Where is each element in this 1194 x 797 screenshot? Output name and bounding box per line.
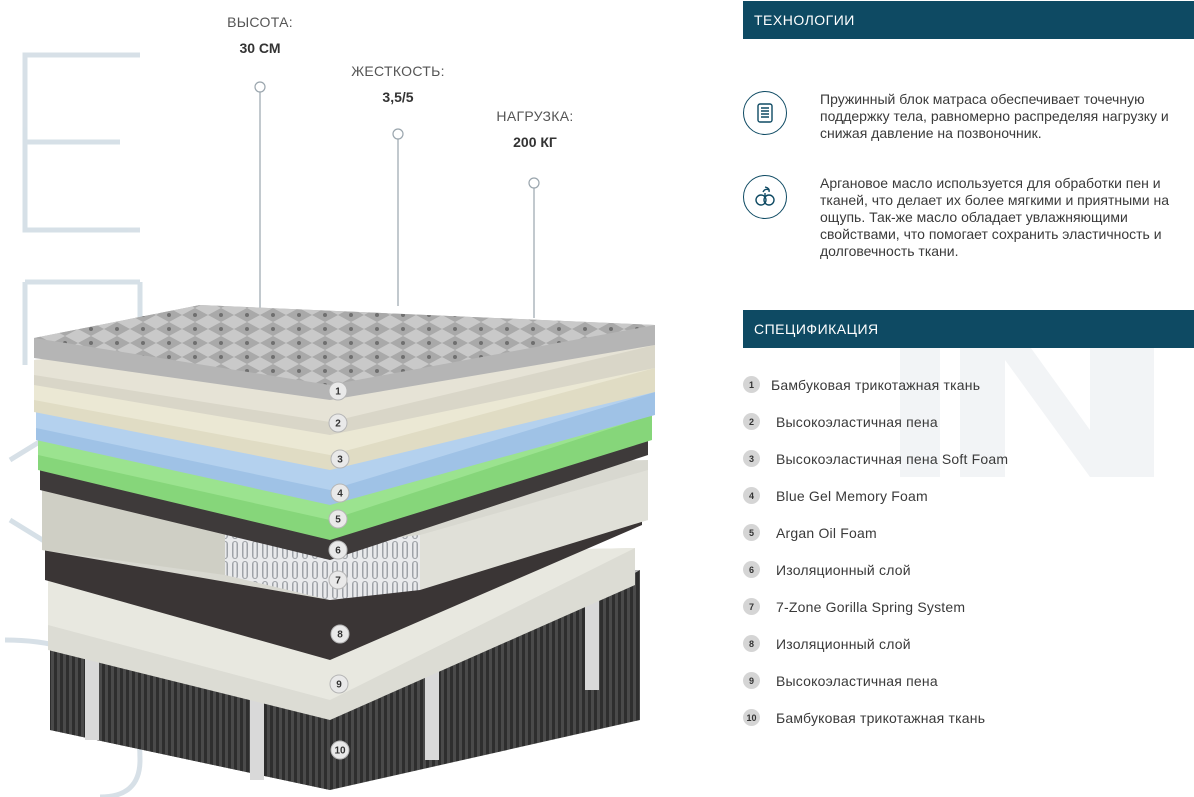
layer-marker-number: 1: [335, 387, 341, 398]
spec-layer-9: 9 Высокоэластичная пена: [743, 662, 1194, 699]
layer-marker-number: 6: [335, 546, 341, 557]
param-height-label: ВЫСОТА:: [227, 14, 293, 30]
layer-marker-number: 7: [335, 576, 341, 587]
layer-1: [34, 305, 655, 400]
argan-icon: [743, 175, 787, 219]
layer-marker-number: 4: [337, 489, 343, 500]
layer-marker-4: 4: [330, 483, 350, 503]
spec-layer-number: 10: [743, 709, 760, 726]
layer-markers: 1 2 3 4 5 6 7 8 9 10: [328, 381, 350, 760]
param-load-label: НАГРУЗКА:: [496, 108, 574, 124]
spec-layer-number: 6: [743, 561, 760, 578]
spec-layer-2: 2 Высокоэластичная пена: [743, 403, 1194, 440]
spec-layer-4: 4 Blue Gel Memory Foam: [743, 477, 1194, 514]
spec-layer-number: 3: [743, 450, 760, 467]
param-firmness-label: ЖЕСТКОСТЬ:: [351, 63, 445, 79]
layer-marker-number: 8: [337, 630, 343, 641]
param-firmness-value: 3,5/5: [382, 89, 414, 105]
param-height: ВЫСОТА: 30 СМ: [180, 14, 340, 56]
layer-marker-number: 9: [336, 680, 342, 691]
spec-layer-number: 5: [743, 524, 760, 541]
spec-layer-1: 1 Бамбуковая трикотажная ткань: [743, 366, 1194, 403]
layer-marker-5: 5: [328, 509, 348, 529]
spec-layer-name: Blue Gel Memory Foam: [776, 487, 928, 504]
spec-layer-number: 4: [743, 487, 760, 504]
layer-marker-1: 1: [328, 381, 348, 401]
spec-layer-number: 9: [743, 672, 760, 689]
param-load-value: 200 КГ: [513, 134, 557, 150]
spec-layer-name: Высокоэластичная пена: [776, 672, 938, 689]
spec-layer-5: 5 Argan Oil Foam: [743, 514, 1194, 551]
spec-layer-name: 7-Zone Gorilla Spring System: [776, 598, 966, 615]
spec-layer-name: Высокоэластичная пена: [776, 413, 938, 430]
layer-marker-number: 2: [335, 419, 341, 430]
spec-layer-number: 2: [743, 413, 760, 430]
spec-layer-name: Высокоэластичная пена Soft Foam: [776, 450, 1009, 467]
layer-marker-2: 2: [328, 413, 348, 433]
param-load: НАГРУЗКА: 200 КГ: [455, 108, 615, 150]
layer-marker-number: 5: [335, 515, 341, 526]
tech-item-argan-text: Аргановое масло используется для обработ…: [820, 175, 1170, 259]
spec-layer-name: Argan Oil Foam: [776, 524, 877, 541]
layer-marker-6: 6: [328, 540, 348, 560]
spring-icon: [743, 91, 787, 135]
tech-item-spring-text: Пружинный блок матраса обеспечивает точе…: [820, 91, 1169, 141]
spec-layer-7: 7 7-Zone Gorilla Spring System: [743, 588, 1194, 625]
layer-marker-3: 3: [330, 449, 350, 469]
mattress-illustration: 1 2 3 4 5 6 7 8 9 10: [34, 81, 655, 790]
spec-layer-6: 6 Изоляционный слой: [743, 551, 1194, 588]
technologies-header: ТЕХНОЛОГИИ: [743, 1, 1194, 39]
spec-layer-name: Бамбуковая трикотажная ткань: [776, 709, 986, 726]
spec-layer-number: 8: [743, 635, 760, 652]
layer-marker-10: 10: [330, 740, 350, 760]
spec-layer-number: 7: [743, 598, 760, 615]
callout-lines: [254, 81, 540, 318]
layer-marker-number: 10: [334, 746, 346, 757]
spec-layer-name: Изоляционный слой: [776, 635, 911, 652]
spec-layer-8: 8 Изоляционный слой: [743, 625, 1194, 662]
spec-layer-name: Изоляционный слой: [776, 561, 911, 578]
param-height-value: 30 СМ: [239, 40, 281, 56]
specification-header: СПЕЦИФИКАЦИЯ: [743, 310, 1194, 348]
layer-marker-number: 3: [337, 455, 343, 466]
layer-marker-9: 9: [329, 674, 349, 694]
layer-marker-7: 7: [328, 570, 348, 590]
spec-layer-3: 3 Высокоэластичная пена Soft Foam: [743, 440, 1194, 477]
spec-layer-10: 10 Бамбуковая трикотажная ткань: [743, 699, 1194, 736]
param-firmness: ЖЕСТКОСТЬ: 3,5/5: [318, 63, 478, 105]
spec-layer-name: Бамбуковая трикотажная ткань: [771, 376, 981, 393]
spec-layer-number: 1: [743, 376, 760, 393]
layer-marker-8: 8: [330, 624, 350, 644]
